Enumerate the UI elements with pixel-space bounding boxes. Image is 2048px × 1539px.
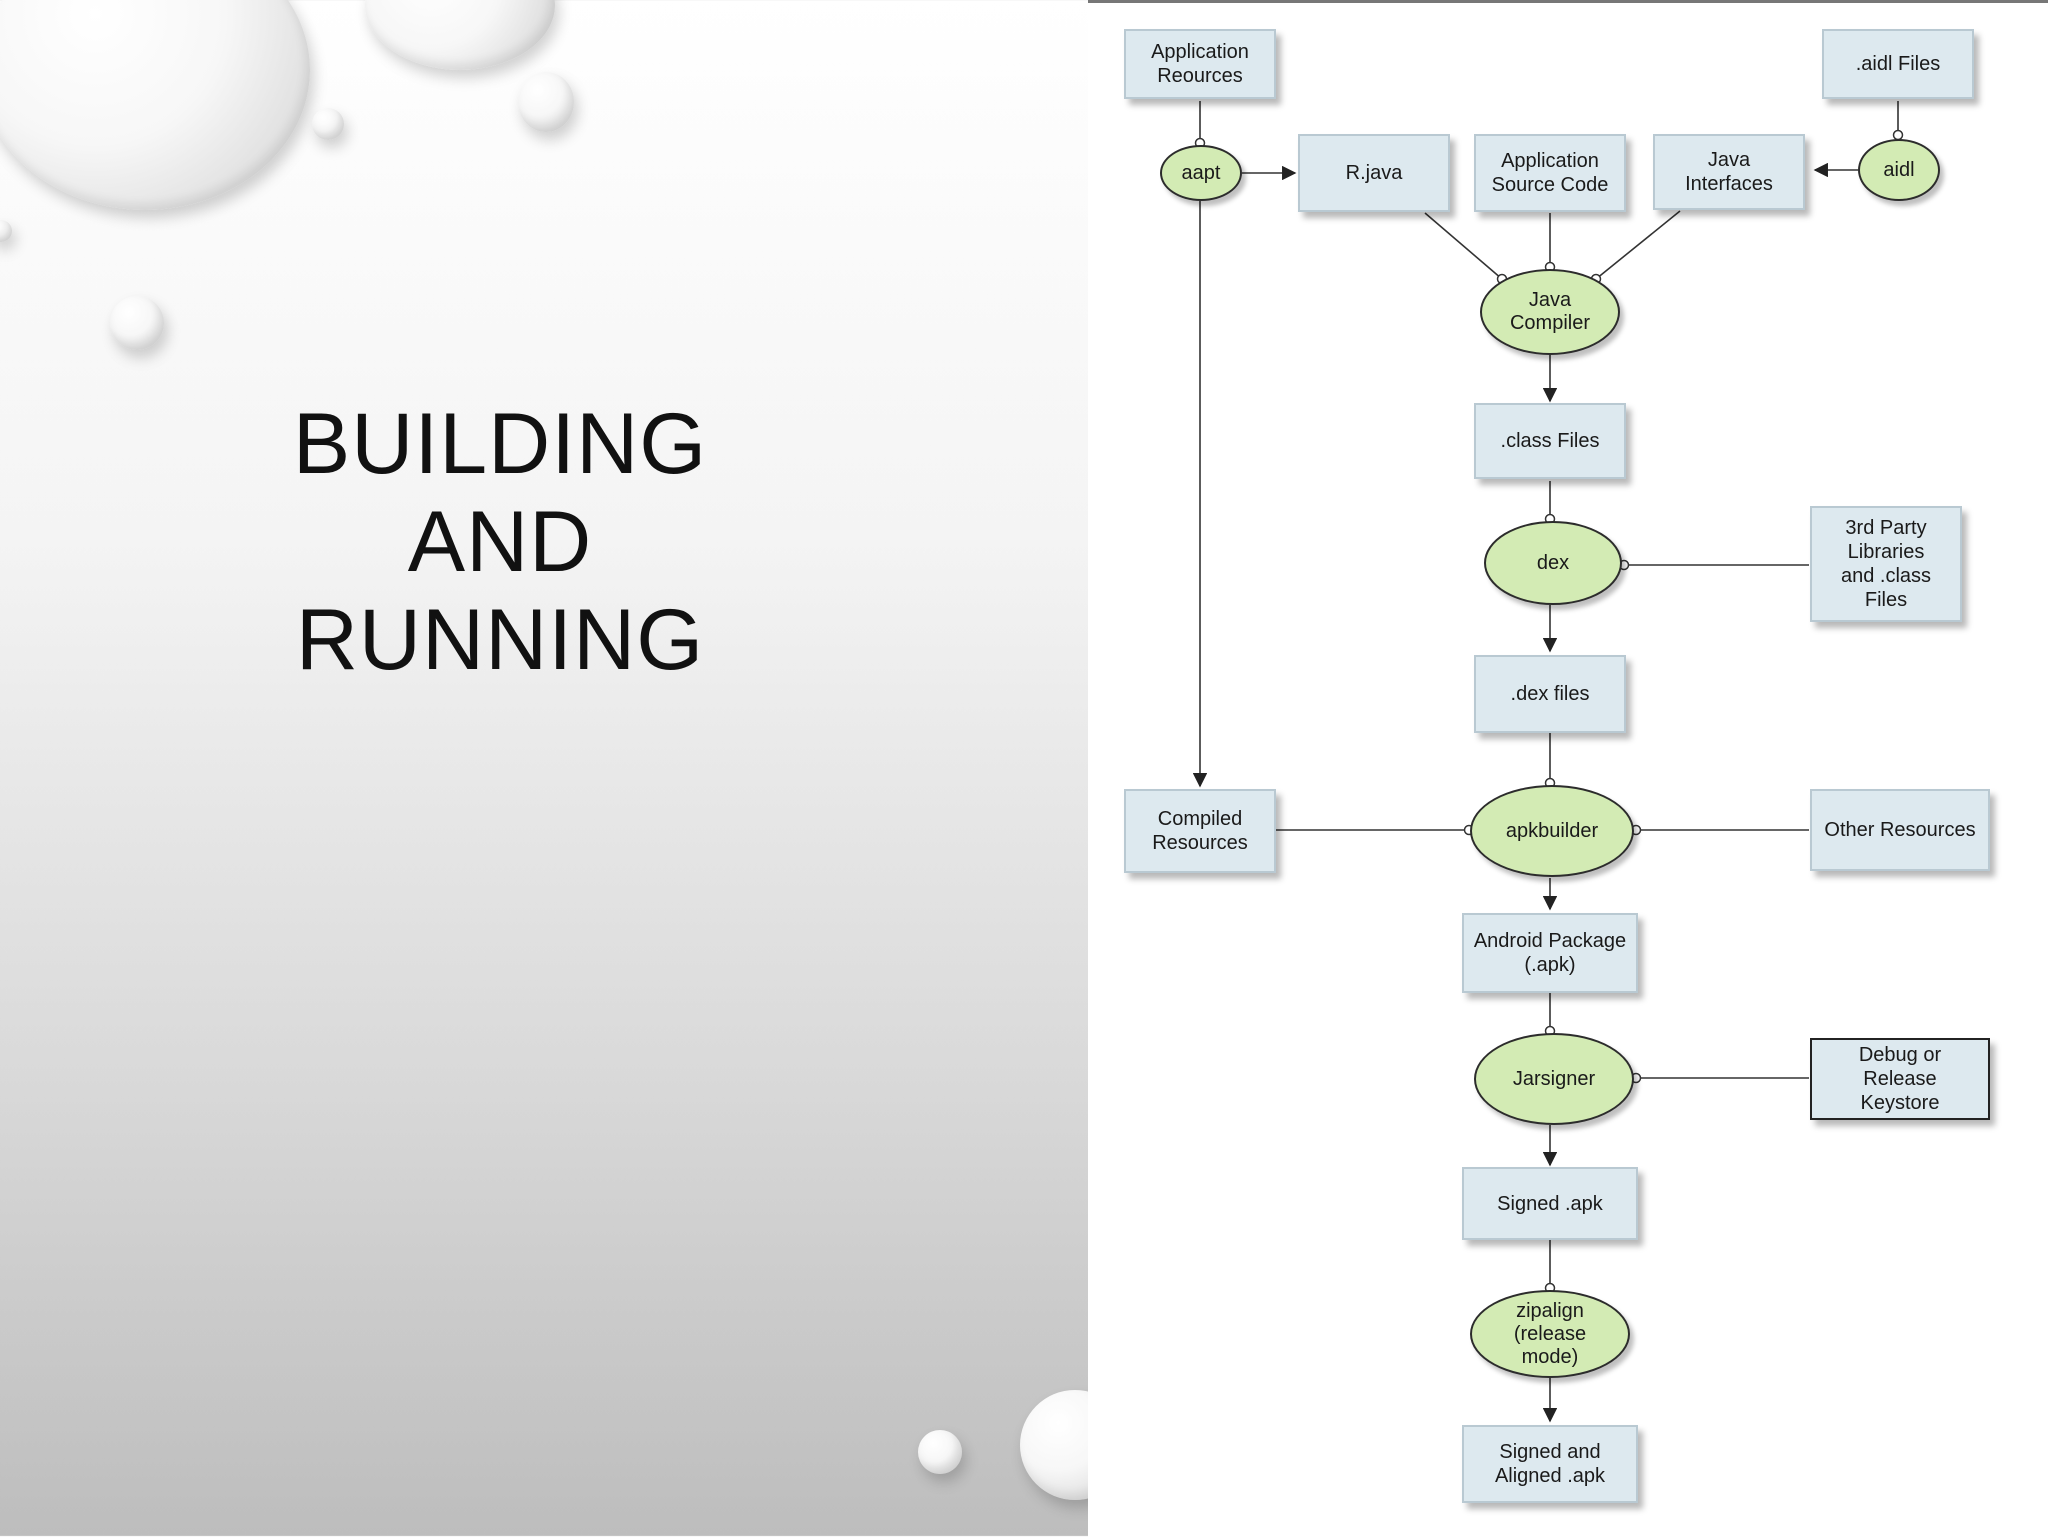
water-drop-decoration	[312, 108, 344, 140]
box-application-source-code: Application Source Code	[1474, 134, 1626, 212]
box-android-package: Android Package (.apk)	[1462, 913, 1638, 993]
title-line: RUNNING	[295, 592, 705, 688]
connector	[1424, 212, 1503, 280]
box-r-java: R.java	[1298, 134, 1450, 212]
box-keystore: Debug or Release Keystore	[1810, 1038, 1990, 1120]
box-aidl-files: .aidl Files	[1822, 29, 1974, 99]
tool-aidl: aidl	[1858, 139, 1940, 201]
box-compiled-resources: Compiled Resources	[1124, 789, 1276, 873]
title-line: AND	[407, 494, 593, 590]
tool-zipalign: zipalign (release mode)	[1470, 1290, 1630, 1378]
box-other-resources: Other Resources	[1810, 789, 1990, 871]
box-signed-apk: Signed .apk	[1462, 1167, 1638, 1240]
tool-apkbuilder: apkbuilder	[1470, 785, 1634, 877]
tool-dex: dex	[1484, 521, 1622, 605]
tool-java-compiler: Java Compiler	[1480, 269, 1620, 355]
box-dex-files: .dex files	[1474, 655, 1626, 733]
water-drop-decoration	[110, 296, 164, 350]
connector	[1595, 210, 1681, 280]
build-process-diagram: Application Reources .aidl Files R.java …	[1088, 0, 2048, 1539]
box-java-interfaces: Java Interfaces	[1653, 134, 1805, 210]
water-drop-decoration	[918, 1430, 962, 1474]
box-signed-aligned-apk: Signed and Aligned .apk	[1462, 1425, 1638, 1503]
box-class-files: .class Files	[1474, 403, 1626, 479]
water-drop-decoration	[0, 220, 12, 242]
tool-aapt: aapt	[1160, 145, 1242, 201]
water-drop-decoration	[518, 72, 574, 132]
slide-title: BUILDING AND RUNNING	[180, 395, 820, 689]
title-line: BUILDING	[292, 396, 708, 492]
box-third-party-libraries: 3rd Party Libraries and .class Files	[1810, 506, 1962, 622]
tool-jarsigner: Jarsigner	[1474, 1033, 1634, 1125]
box-application-resources: Application Reources	[1124, 29, 1276, 99]
